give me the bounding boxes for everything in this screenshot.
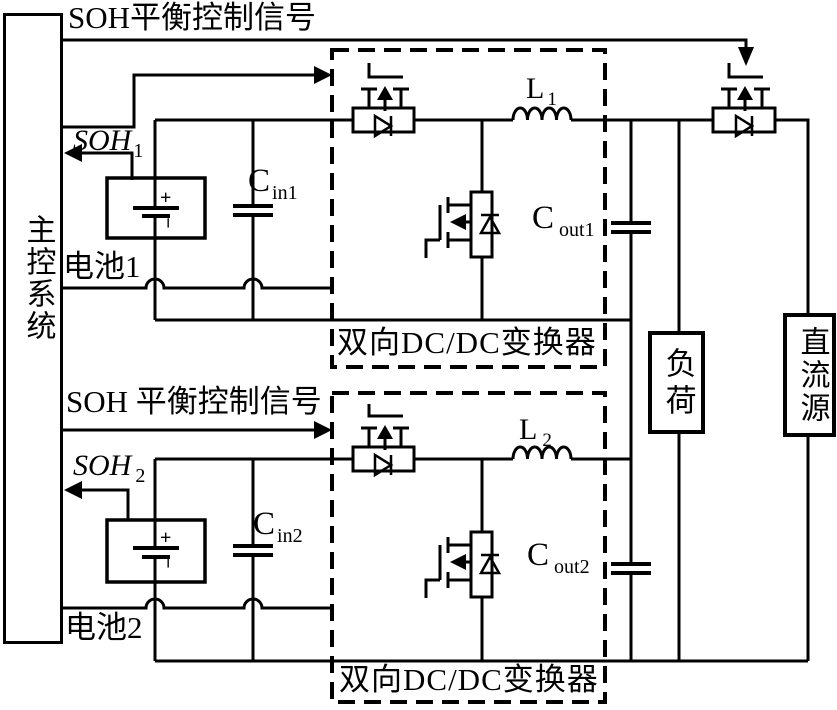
- capacitor-cin1-plates: [233, 204, 273, 217]
- battery-2-label: 电池2: [65, 610, 143, 645]
- soh-signal-title-bottom: SOH 平衡控制信号: [66, 384, 322, 419]
- capacitor-cin2-plates: [233, 544, 273, 557]
- mosfet-low-2: [424, 530, 502, 599]
- mosfet-top-2-pins: [361, 426, 409, 447]
- soh-control-wire-top: [62, 38, 748, 50]
- mosfet-low-2-diode: [478, 553, 502, 575]
- converter-2-label: 双向DC/DC变换器: [339, 662, 599, 697]
- mosfet-right-gate: [727, 63, 763, 79]
- mosfet-top-1-pins: [361, 87, 409, 108]
- mosfet-low-1-diode: [478, 213, 502, 235]
- battery-1-plates: [133, 206, 179, 218]
- load-box: [648, 331, 705, 434]
- soh-signal-title-top: SOH平衡控制信号: [68, 0, 317, 35]
- battery-1-label: 电池1: [63, 249, 141, 284]
- capacitor-cout1-plates: [611, 221, 651, 234]
- battery-2-plus-sign: +: [160, 527, 172, 549]
- converter-box-1: [330, 48, 607, 369]
- mosfet-top-2-diode: [373, 452, 394, 478]
- mosfet-low-1-arrow-head: [450, 214, 466, 230]
- mosfet-top-2-gate: [367, 404, 403, 418]
- gate-control-arrow-2-icon: [314, 421, 332, 439]
- converter-box-2: [330, 391, 607, 704]
- mosfet-right-pins: [721, 87, 770, 108]
- soh2-arrow-icon: [64, 481, 82, 499]
- soh1-arrow-icon: [64, 144, 82, 162]
- gate-control-arrow-1-icon: [314, 66, 332, 84]
- battery-2-plates: [133, 546, 179, 559]
- master-system-label: 主控系统: [21, 214, 55, 342]
- load-label: 负荷: [660, 347, 696, 421]
- capacitor-cout2-plates: [611, 562, 651, 575]
- mosfet-low-1: [424, 190, 502, 259]
- mosfet-top-1-gate: [367, 63, 403, 79]
- mosfet-low-2-pins: [446, 537, 471, 588]
- mosfet-top-2: [351, 404, 416, 478]
- battery-1-minus-sign: −: [156, 217, 179, 229]
- battery-2-minus-sign: −: [156, 557, 179, 569]
- mosfet-top-1-diode: [373, 113, 394, 139]
- master-control-box: [3, 13, 63, 644]
- mosfet-low-2-gate: [424, 545, 442, 598]
- mosfet-top-2-arrow-head: [377, 425, 393, 439]
- battery-1-plus-sign: +: [160, 187, 172, 209]
- gate-control-arrow-down-icon: [738, 47, 754, 66]
- mosfet-low-1-pins: [446, 197, 471, 248]
- mosfet-right-arrow-head: [737, 86, 753, 100]
- gate-control-wire-1: [62, 73, 316, 129]
- soh1-feedback-wire: [82, 151, 134, 180]
- converter-1-label: 双向DC/DC变换器: [337, 325, 597, 360]
- mosfet-low-2-arrow-head: [450, 554, 466, 570]
- dc-source-label: 直流源: [795, 326, 829, 425]
- mosfet-right: [711, 63, 777, 139]
- mosfet-right-diode: [734, 113, 755, 139]
- soh2-feedback-wire: [82, 488, 130, 520]
- inductor-l2: [511, 445, 573, 460]
- sense-wire-1: [62, 277, 333, 290]
- inductor-l1: [511, 106, 573, 121]
- sense-wire-2: [62, 597, 333, 610]
- mosfet-top-1-arrow-head: [377, 86, 393, 100]
- mosfet-top-1: [351, 63, 416, 139]
- mosfet-low-1-gate: [424, 205, 442, 258]
